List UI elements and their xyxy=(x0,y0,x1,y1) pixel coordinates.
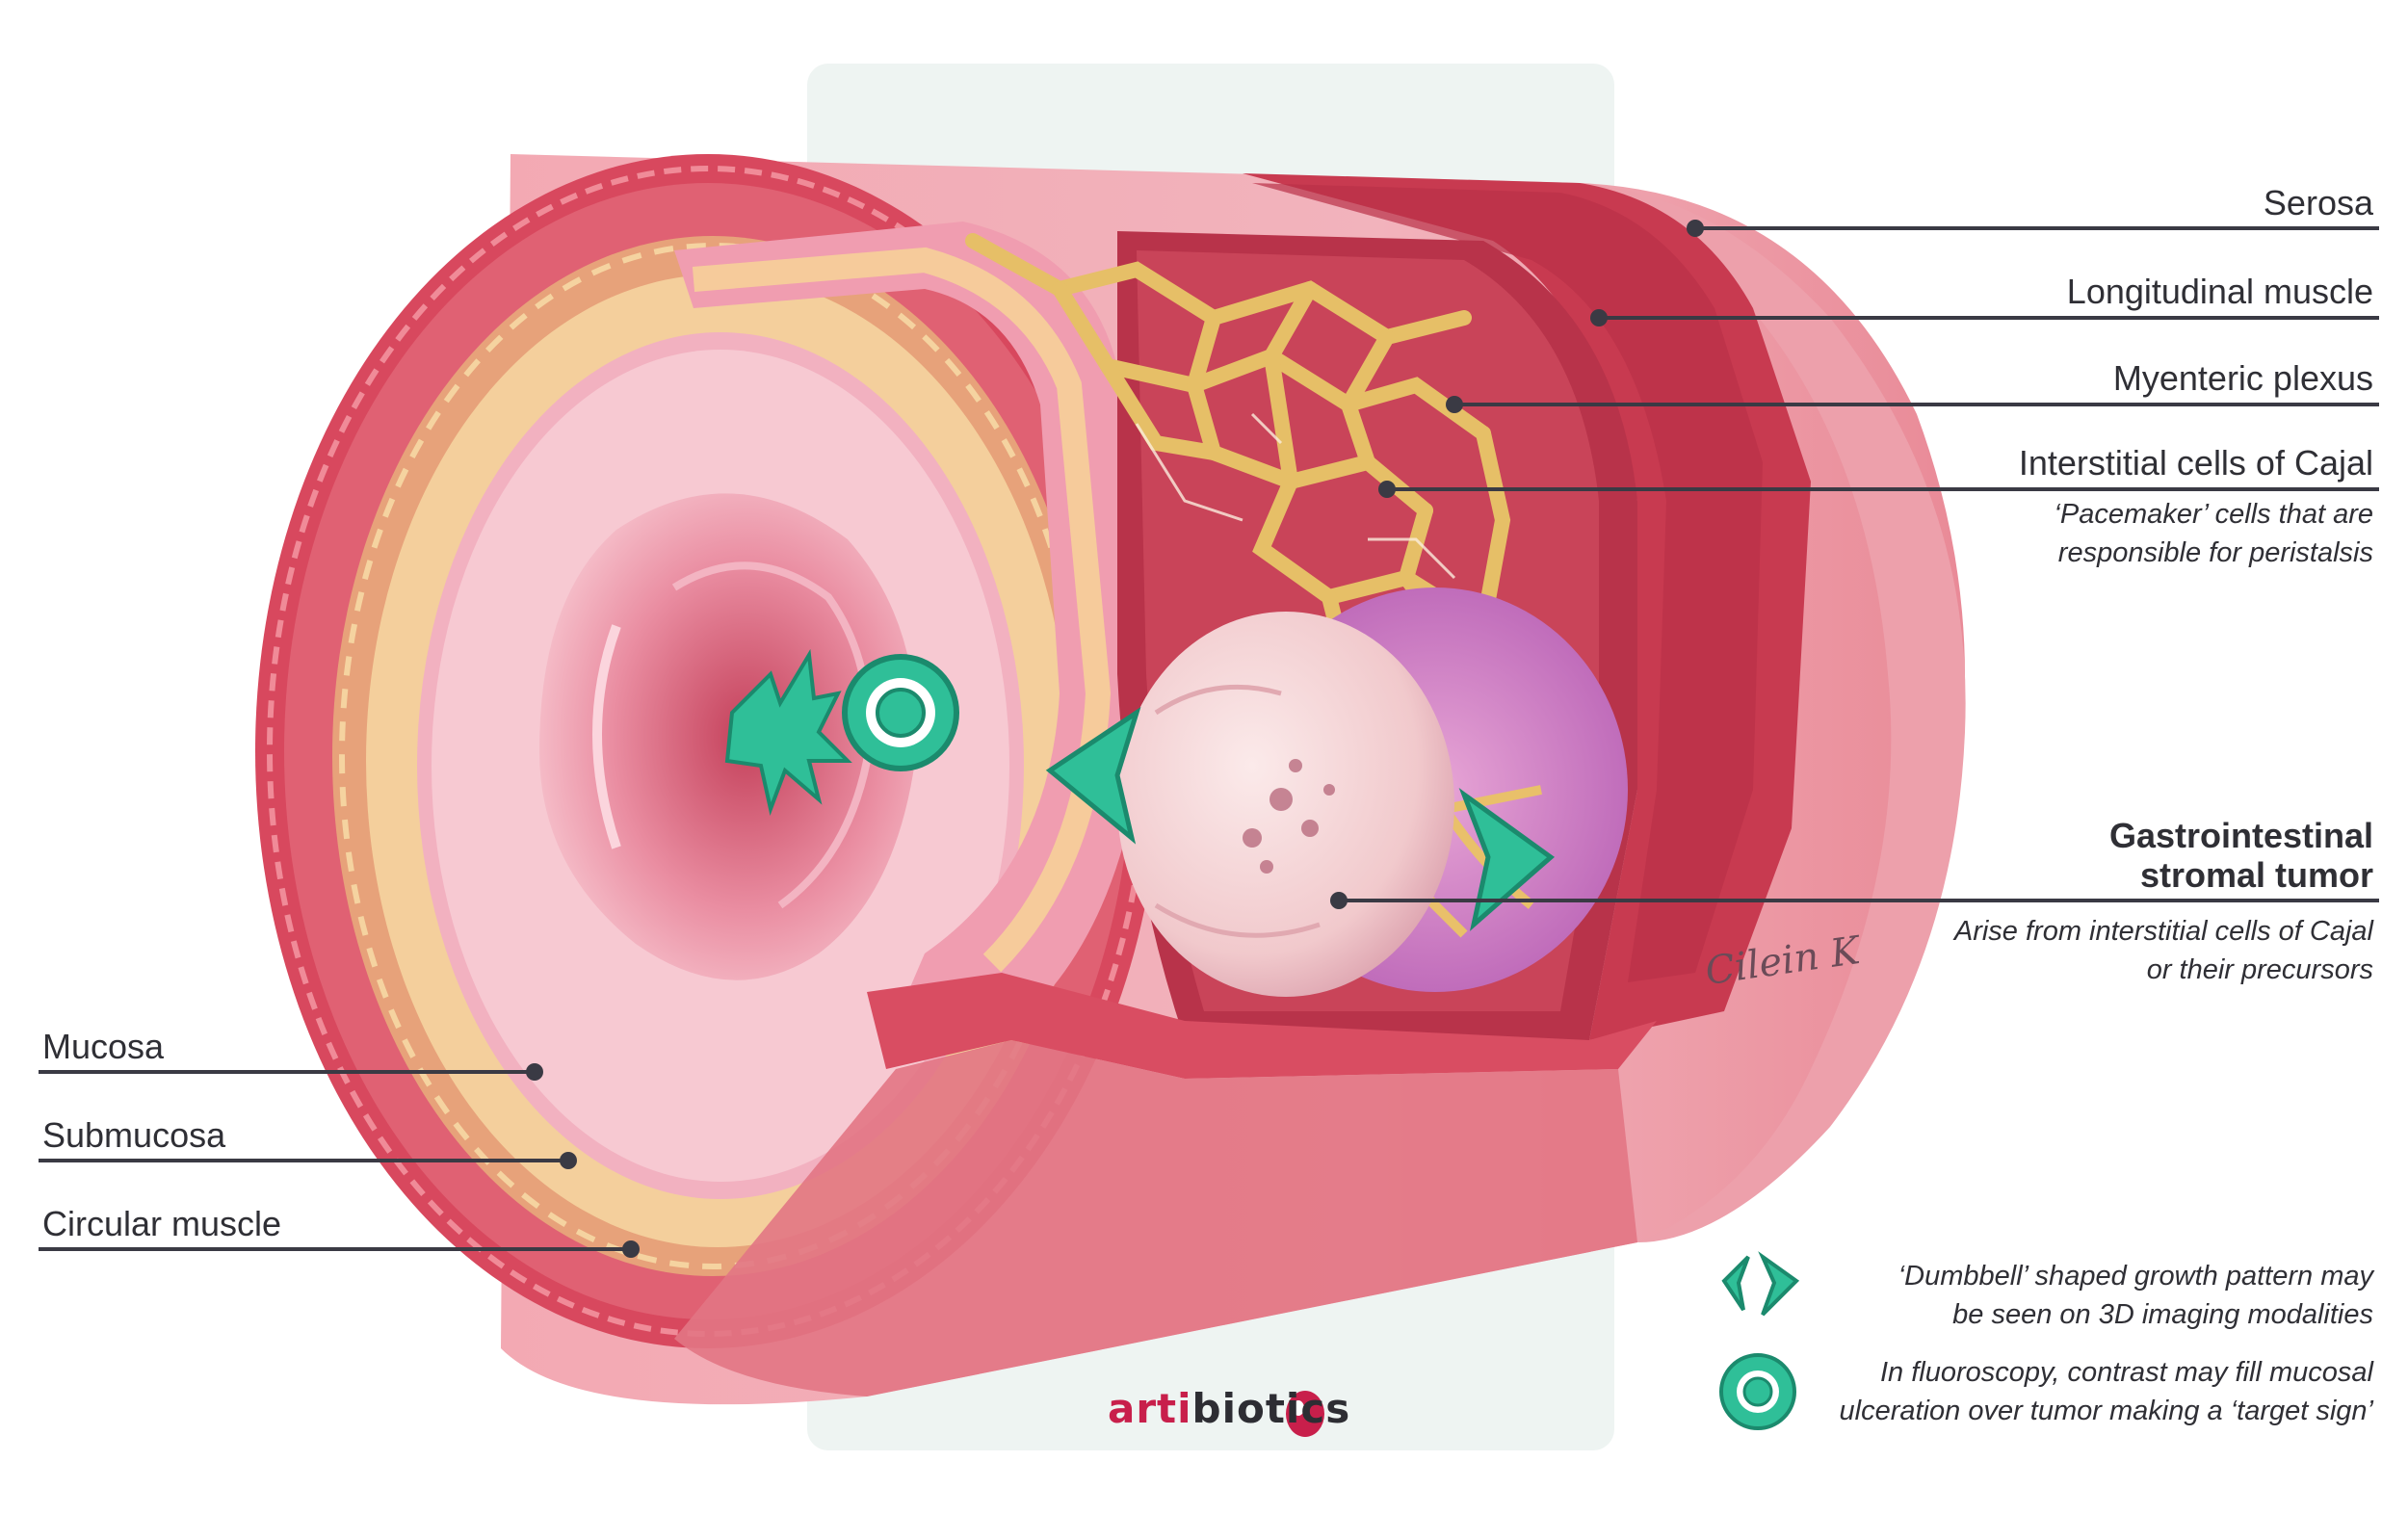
icc-note: ‘Pacemaker’ cells that are responsible f… xyxy=(2054,495,2373,572)
gist-note-line2: or their precursors xyxy=(2146,954,2373,986)
artibiotics-logo-mark xyxy=(1286,1391,1324,1437)
legend-dumbbell-line2: be seen on 3D imaging modalities xyxy=(1952,1299,2373,1331)
legend-target-line2: ulceration over tumor making a ‘target s… xyxy=(1839,1396,2373,1427)
icc-note-line1: ‘Pacemaker’ cells that are xyxy=(2054,499,2373,530)
tumor-texture xyxy=(1243,759,1335,874)
label-serosa: Serosa xyxy=(2263,183,2373,222)
leader-lines xyxy=(39,226,2379,1251)
dumbbell-arrow-left xyxy=(1045,707,1141,845)
cutaway-wall-section xyxy=(674,222,1146,1021)
label-longitudinal-muscle: Longitudinal muscle xyxy=(2066,272,2373,311)
legend-dumbbell: ‘Dumbbell’ shaped growth pattern may be … xyxy=(1898,1257,2373,1334)
gist-note: Arise from interstitial cells of Cajal o… xyxy=(1954,912,2373,989)
label-circular-muscle: Circular muscle xyxy=(42,1204,282,1243)
leader-dots xyxy=(526,220,1704,1258)
legend-target-line1: In fluoroscopy, contrast may fill mucosa… xyxy=(1880,1357,2373,1388)
ulceration-burst xyxy=(724,648,852,817)
label-interstitial-cells: Interstitial cells of Cajal xyxy=(2018,443,2373,483)
legend-target: In fluoroscopy, contrast may fill mucosa… xyxy=(1840,1353,2373,1430)
label-mucosa: Mucosa xyxy=(42,1027,165,1066)
logo-part-arti: arti xyxy=(1108,1385,1192,1432)
artibiotics-logo: artibiotics xyxy=(1108,1385,1350,1432)
target-sign-icon xyxy=(1719,1353,1796,1430)
label-myenteric-plexus: Myenteric plexus xyxy=(2112,358,2373,398)
cylinder-end-ring xyxy=(1580,183,1966,1242)
label-gist: Gastrointestinal stromal tumor xyxy=(2109,816,2373,896)
cut-edge-lower xyxy=(867,973,1657,1079)
label-gist-line2: stromal tumor xyxy=(2139,855,2373,896)
dumbbell-arrows-icon xyxy=(1721,1251,1800,1317)
legend-dumbbell-line1: ‘Dumbbell’ shaped growth pattern may xyxy=(1898,1261,2373,1292)
label-submucosa: Submucosa xyxy=(42,1115,226,1155)
label-gist-line1: Gastrointestinal xyxy=(2108,816,2373,855)
gist-note-line1: Arise from interstitial cells of Cajal xyxy=(1953,916,2373,947)
icc-note-line2: responsible for peristalsis xyxy=(2057,537,2373,569)
target-sign-in-lumen xyxy=(842,654,959,771)
dumbbell-arrow-right xyxy=(1458,788,1556,931)
logo-part-biotics: biotics xyxy=(1191,1385,1351,1432)
